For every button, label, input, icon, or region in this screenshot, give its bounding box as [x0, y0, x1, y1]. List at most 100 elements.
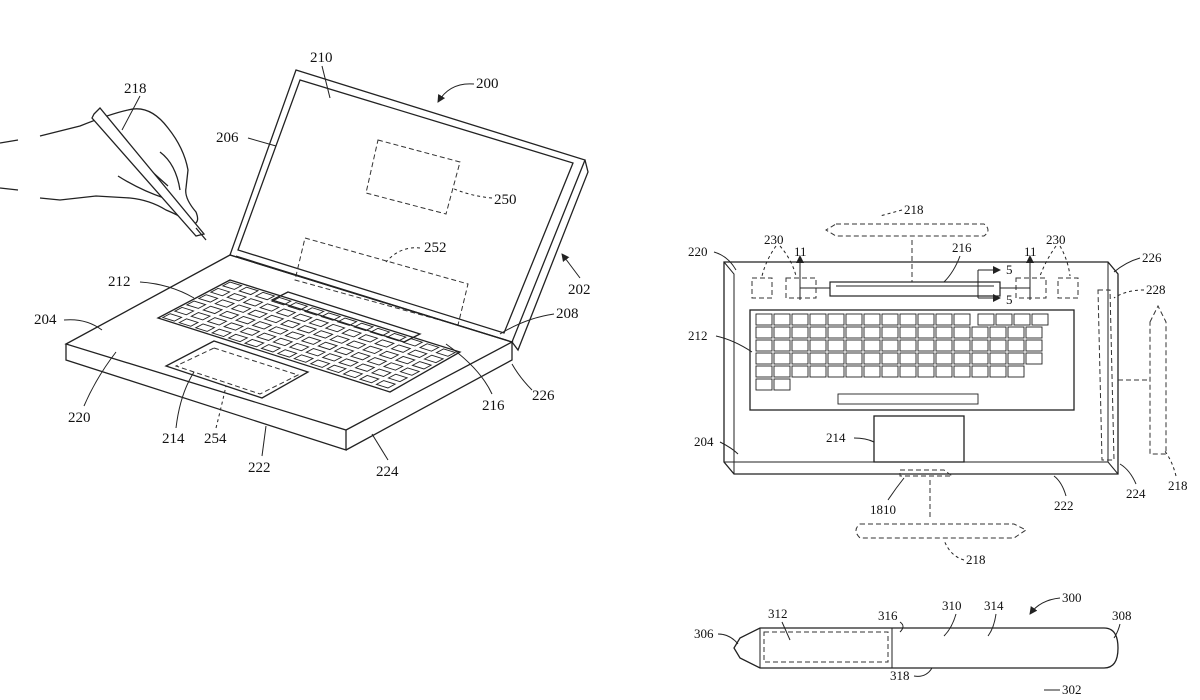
keyboard-key: [755, 365, 773, 378]
keyboard-key: [881, 313, 899, 326]
keyboard-key: [296, 325, 318, 334]
keyboard-key: [361, 345, 384, 355]
keyboard-key: [845, 352, 863, 365]
keyboard-key: [773, 378, 791, 391]
keyboard-key: [773, 365, 791, 378]
keyboard-key: [953, 352, 971, 365]
hand-with-stylus: [0, 95, 207, 241]
label-5-top: 5: [1006, 262, 1013, 277]
keyboard-key: [863, 326, 881, 339]
keyboard-key: [254, 291, 276, 301]
keyboard-key: [366, 357, 388, 366]
keyboard-key: [267, 326, 289, 335]
keyboard-key: [399, 367, 421, 376]
spacebar-top: [837, 393, 979, 405]
keyboard-key: [325, 364, 348, 374]
keyboard-key: [971, 352, 989, 365]
keyboard-top-view: [749, 309, 1075, 411]
label-228: 228: [1146, 282, 1166, 297]
keyboard-key: [863, 352, 881, 365]
keyboard-key: [194, 323, 216, 332]
label-210: 210: [310, 50, 333, 66]
keyboard-key: [953, 339, 971, 352]
keyboard-key: [317, 341, 339, 351]
keyboard-key: [827, 313, 845, 326]
keyboard-key: [935, 339, 953, 352]
keyboard-key: [190, 312, 212, 321]
keyboard-key: [226, 293, 248, 302]
label-226: 226: [532, 388, 555, 404]
keyboard-key: [995, 313, 1013, 326]
keyboard-key: [1007, 365, 1025, 378]
keyboard-key: [382, 362, 404, 371]
label-230-left: 230: [764, 232, 784, 247]
keyboard-key: [773, 339, 791, 352]
label-230-right: 230: [1046, 232, 1066, 247]
keyboard-key: [917, 326, 935, 339]
keyboard-key: [1007, 352, 1025, 365]
label-214: 214: [162, 431, 185, 447]
keyboard-key: [329, 335, 351, 344]
keyboard-key: [899, 352, 917, 365]
keyboard-key: [935, 326, 953, 339]
keyboard-key: [1025, 326, 1043, 339]
keyboard-key: [291, 313, 313, 322]
keyboard-key: [809, 365, 827, 378]
keyboard-key: [300, 336, 322, 345]
label-314: 314: [984, 598, 1004, 613]
laptop-perspective-figure: 218 210 200 206 250 252 202 208 212 204 …: [0, 50, 591, 480]
keyboard-key: [953, 365, 971, 378]
display-lid: [229, 69, 589, 352]
touch-bar-216: [270, 291, 422, 343]
keyboard-key: [989, 326, 1007, 339]
label-318: 318: [890, 668, 910, 683]
keyboard-key: [349, 351, 372, 361]
keyboard-key: [287, 302, 309, 311]
keyboard-key: [773, 352, 791, 365]
keyboard-key: [370, 368, 392, 377]
label-5-bottom: 5: [1006, 292, 1013, 307]
keyboard-key: [755, 313, 773, 326]
label-212: 212: [108, 274, 131, 290]
stylus-300-figure: 312 306 316 310 314 300 308 318 302: [694, 590, 1132, 697]
label-254: 254: [204, 431, 227, 447]
keyboard-key: [935, 313, 953, 326]
keyboard-key: [206, 317, 228, 326]
keyboard-key: [353, 322, 375, 332]
keyboard-key: [161, 313, 183, 322]
keyboard-key: [197, 294, 219, 303]
keyboard-key: [214, 299, 236, 308]
keyboard-key: [173, 306, 195, 316]
keyboard-key: [1025, 352, 1043, 365]
keyboard-key: [1013, 313, 1031, 326]
keyboard-key: [899, 326, 917, 339]
keyboard-key: [390, 344, 412, 353]
keyboard-key: [863, 339, 881, 352]
keyboard-key: [209, 287, 231, 297]
keyboard-key: [917, 365, 935, 378]
keyboard-key: [881, 326, 899, 339]
keyboard-key: [917, 339, 935, 352]
keyboard-key: [773, 326, 791, 339]
label-220: 220: [68, 410, 91, 426]
keyboard-key: [863, 365, 881, 378]
stylus-side-position: [1149, 304, 1167, 455]
keyboard-key: [899, 339, 917, 352]
keyboard-key: [845, 313, 863, 326]
keyboard-key: [375, 380, 397, 389]
keyboard-key: [321, 353, 343, 362]
label-218: 218: [124, 81, 147, 97]
speaker-230-right-b: [1057, 277, 1079, 299]
keyboard-key: [773, 313, 791, 326]
touch-bar-216-top: [829, 281, 1001, 297]
label-208: 208: [556, 306, 579, 322]
label-11-right: 11: [1024, 244, 1037, 259]
keyboard-key: [406, 349, 428, 358]
keyboard-key: [293, 354, 315, 363]
label-204-top: 204: [694, 434, 714, 449]
keyboard-key: [827, 352, 845, 365]
keyboard-key: [971, 339, 989, 352]
keyboard-key: [845, 326, 863, 339]
label-306: 306: [694, 626, 714, 641]
